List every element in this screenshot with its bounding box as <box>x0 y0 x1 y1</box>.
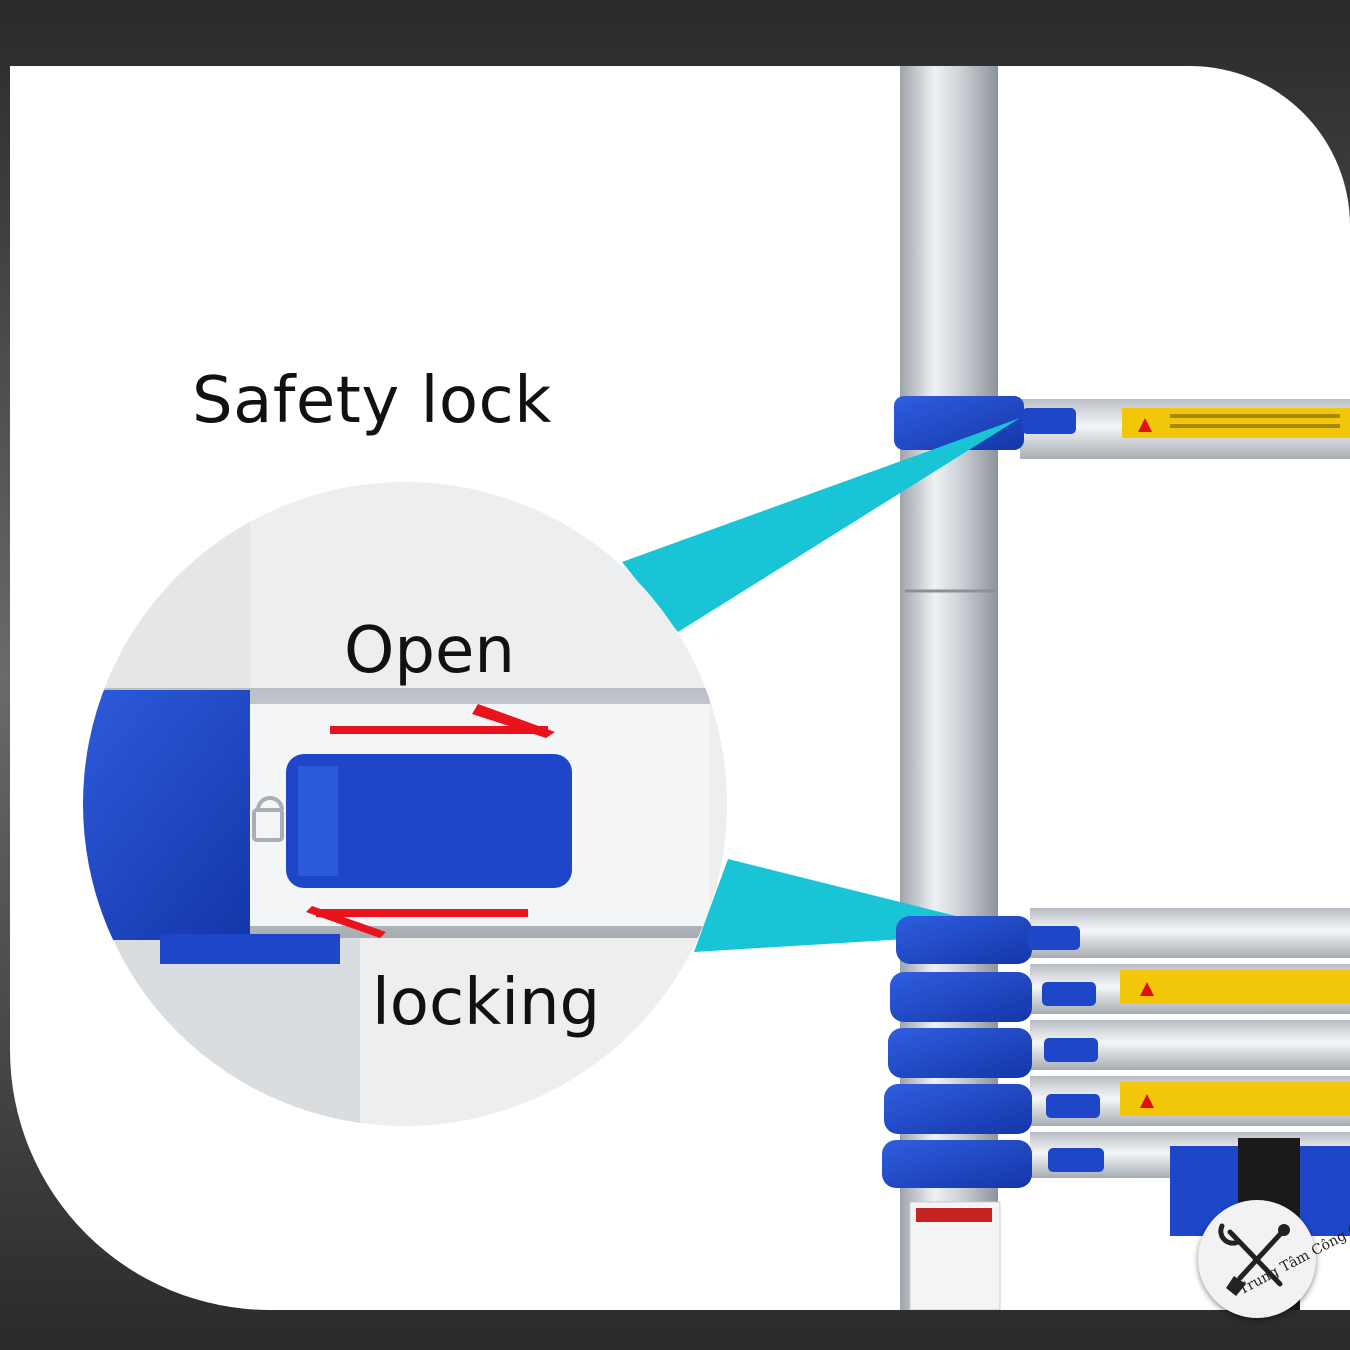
locking-arrow <box>306 906 528 938</box>
padlock-icon <box>252 796 284 842</box>
zoom-lock-slider <box>286 754 572 888</box>
lock-tab-small <box>1022 408 1076 434</box>
warning-label <box>1122 408 1350 438</box>
zoom-clamp <box>83 690 250 940</box>
caption-title: Safety lock <box>192 364 552 438</box>
wrench-screwdriver-icon <box>1218 1223 1290 1296</box>
open-arrow <box>330 704 555 738</box>
warning-triangle-icon <box>1138 418 1152 432</box>
rung-clamp <box>894 396 1024 450</box>
callout-wedge-top <box>622 418 1020 632</box>
brand-logo <box>1198 1200 1316 1318</box>
ladder-illustration <box>83 66 1350 1310</box>
photo-canvas: Safety lock Open locking <box>10 66 1350 1310</box>
label-open: Open <box>344 614 515 688</box>
stacked-clamps <box>882 916 1032 1188</box>
label-locking: locking <box>372 966 601 1040</box>
